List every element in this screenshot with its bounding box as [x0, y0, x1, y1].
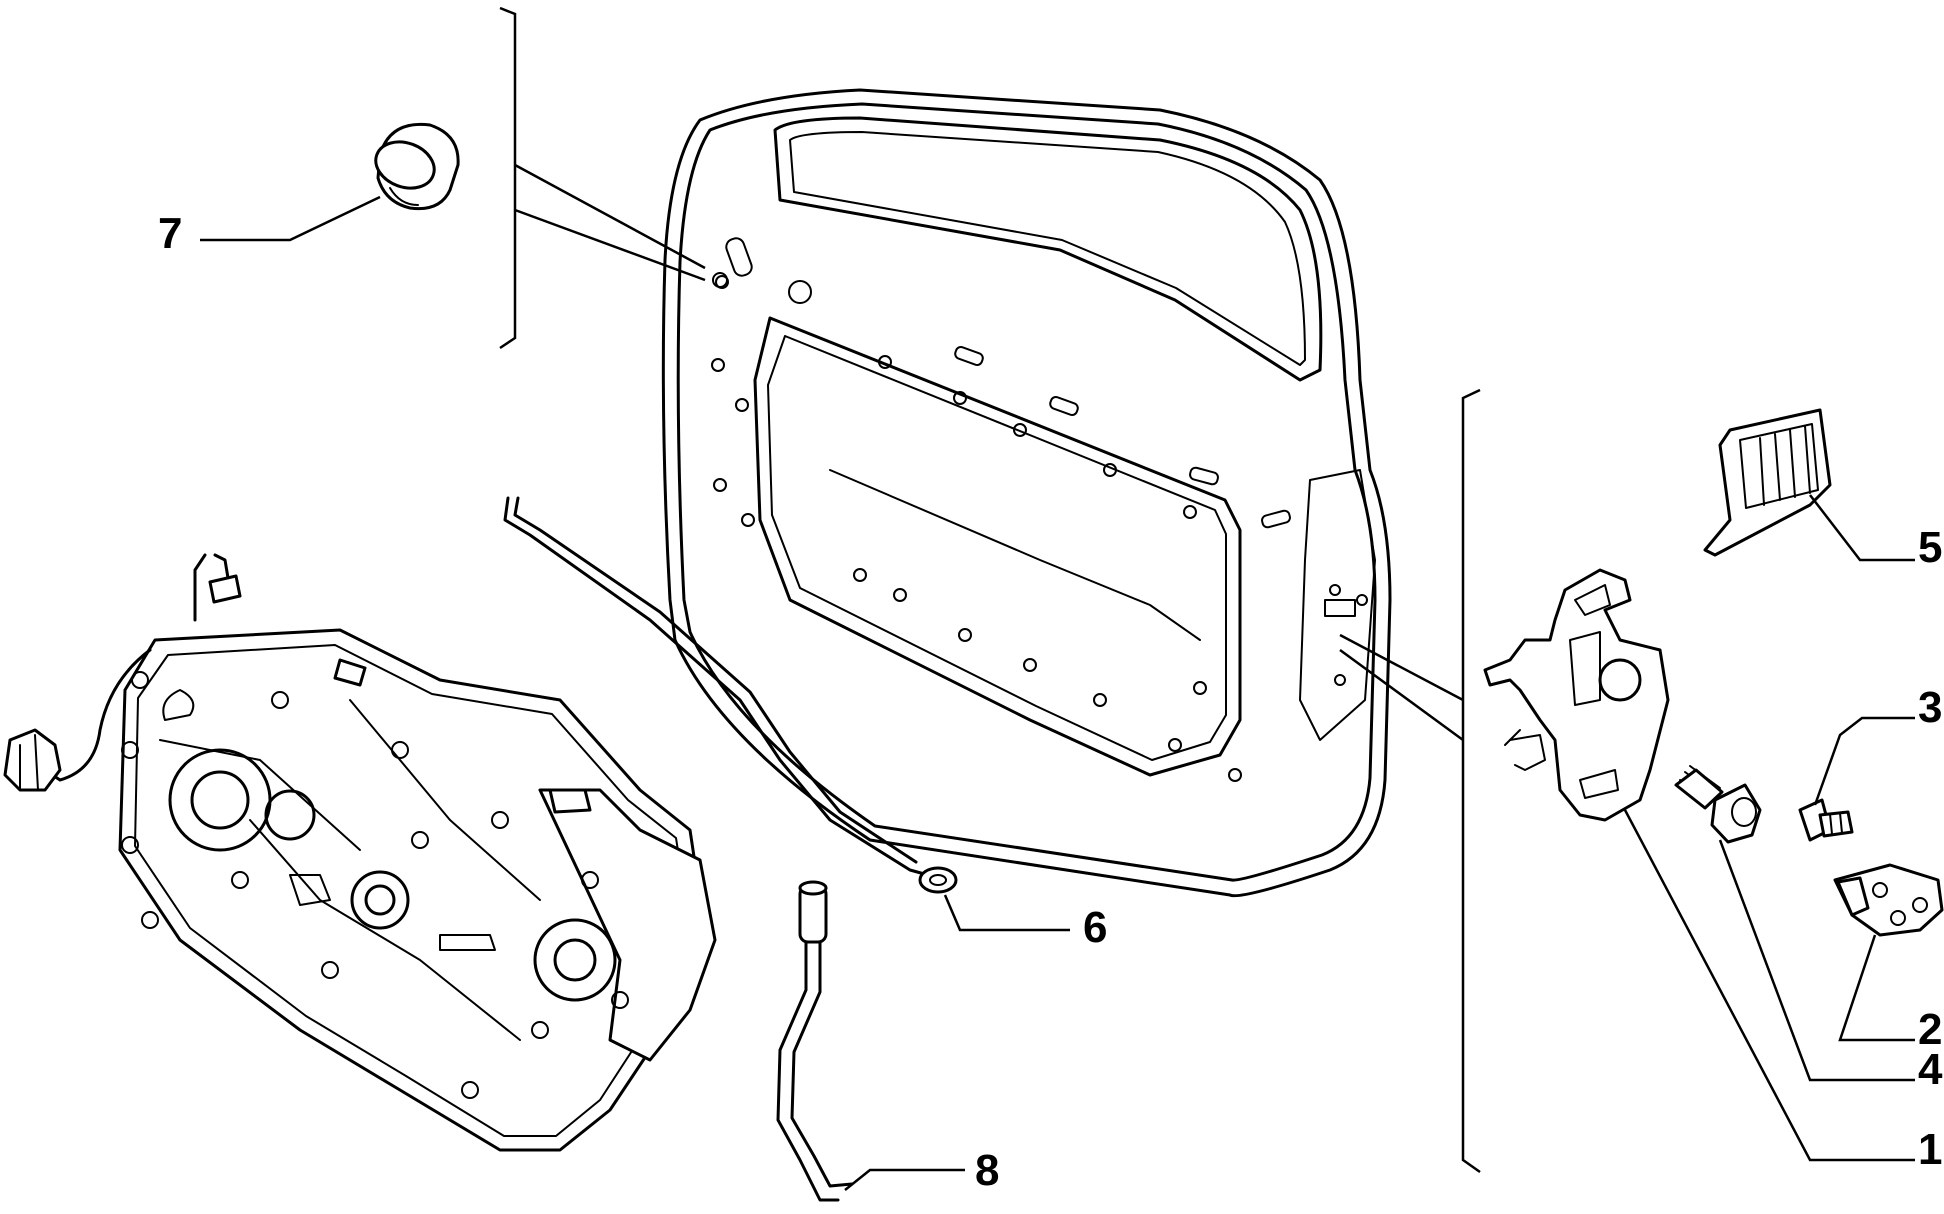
callout-2: 2 — [1918, 1005, 1942, 1054]
part-3-screw — [1798, 798, 1854, 842]
leader-7 — [200, 195, 381, 242]
leader-8 — [844, 1168, 965, 1191]
callout-1: 1 — [1918, 1125, 1942, 1174]
part-5-clip — [1703, 408, 1832, 557]
part-4-bolt — [1674, 765, 1762, 844]
leader-1-group — [1339, 633, 1464, 742]
bracket-left-group — [499, 6, 517, 350]
door-plug-hole — [712, 272, 728, 288]
leader-3 — [1813, 716, 1915, 806]
leader-7-group — [514, 163, 706, 282]
leader-6 — [943, 894, 1070, 932]
callout-6: 6 — [1083, 903, 1107, 952]
leader-1 — [1623, 809, 1915, 1162]
window-regulator — [3, 553, 717, 1152]
leader-5 — [1809, 494, 1915, 562]
part-2-striker — [1833, 863, 1944, 937]
door-frame — [661, 88, 1392, 898]
callout-8: 8 — [975, 1146, 999, 1195]
callout-4: 4 — [1918, 1045, 1943, 1094]
callout-3: 3 — [1918, 683, 1942, 732]
part-7-plug — [374, 122, 460, 211]
bracket-right-group — [1461, 388, 1481, 1174]
part-6-rod — [503, 496, 958, 894]
part-8-rod — [776, 880, 854, 1202]
leader-4 — [1718, 839, 1915, 1082]
callout-5: 5 — [1918, 523, 1942, 572]
callout-7: 7 — [158, 209, 182, 258]
leader-2 — [1838, 934, 1915, 1042]
part-1-door-lock — [1483, 568, 1670, 822]
